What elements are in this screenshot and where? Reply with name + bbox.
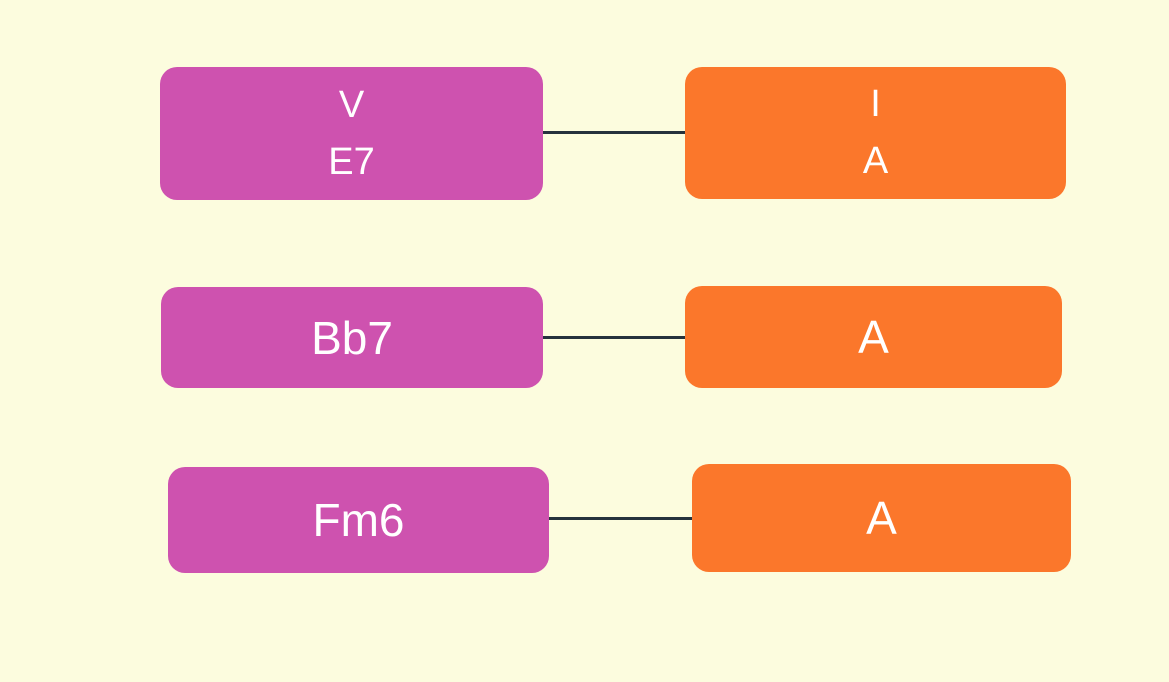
node-label-line: V bbox=[338, 83, 365, 126]
connector-row3[interactable] bbox=[549, 517, 692, 520]
node-label-line: E7 bbox=[328, 140, 375, 183]
node-v-e7[interactable]: V E7 bbox=[160, 67, 543, 200]
node-label-line: I bbox=[870, 83, 881, 125]
node-label-line: A bbox=[858, 311, 889, 363]
node-a-row2[interactable]: A bbox=[685, 286, 1062, 388]
node-label-line: A bbox=[862, 140, 889, 182]
node-label-line: Bb7 bbox=[311, 311, 393, 364]
node-i-a[interactable]: I A bbox=[685, 67, 1066, 199]
node-label-line: Fm6 bbox=[312, 494, 405, 546]
node-a-row3[interactable]: A bbox=[692, 464, 1071, 572]
node-fm6[interactable]: Fm6 bbox=[168, 467, 549, 573]
connector-row1[interactable] bbox=[543, 131, 685, 134]
connector-row2[interactable] bbox=[543, 336, 685, 339]
node-label-line: A bbox=[866, 492, 897, 544]
node-bb7[interactable]: Bb7 bbox=[161, 287, 543, 388]
